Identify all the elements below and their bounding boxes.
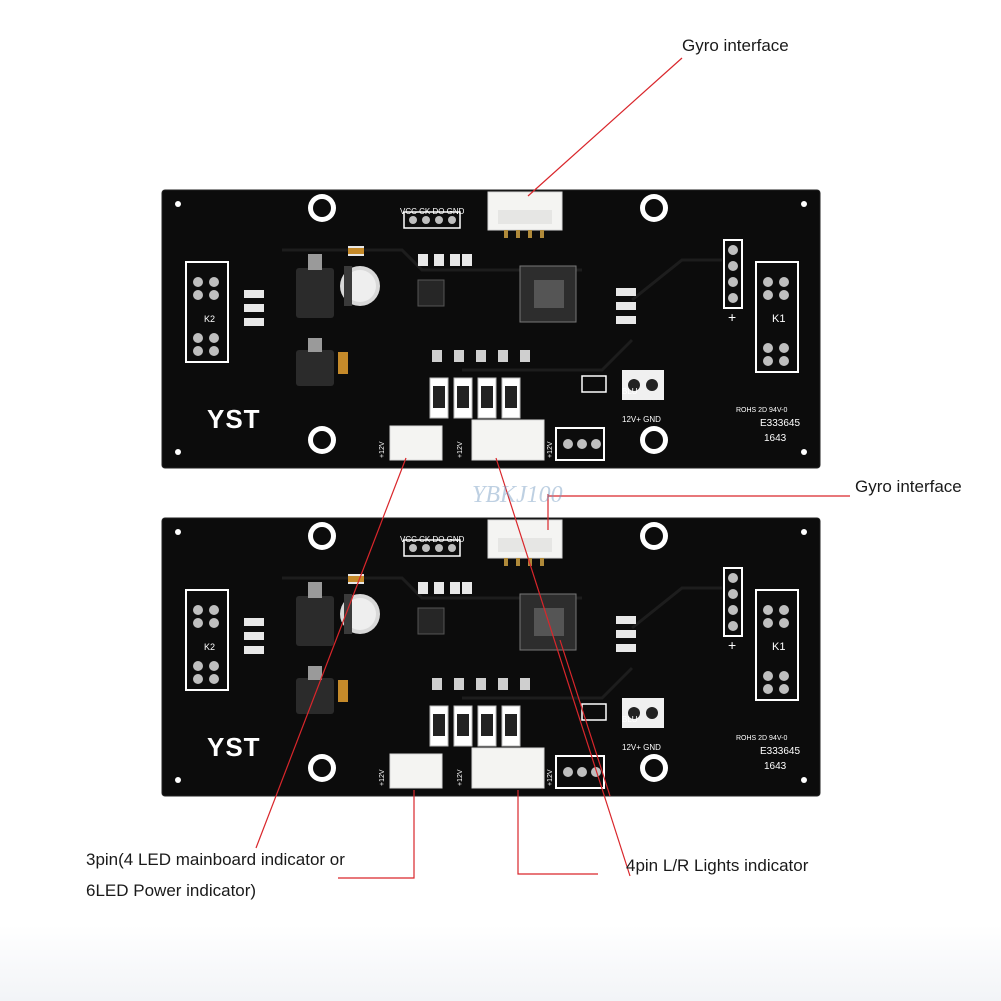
plus-label: + (728, 309, 736, 325)
pcb-board-bottom (160, 516, 822, 798)
k2-label: K2 (204, 314, 215, 324)
v12-label-c: +12V (547, 769, 554, 786)
callout-3pin-line2: 6LED Power indicator) (86, 881, 257, 900)
callout-line-4pin-mid (559, 639, 611, 797)
v12-label-a: +12V (379, 769, 386, 786)
brand-logo: YST (207, 732, 261, 762)
brand-logo: YST (207, 404, 261, 434)
k2-label: K2 (204, 642, 215, 652)
v12-label-c: +12V (547, 441, 554, 458)
board-silkscreen-top: VCC CK DO GND K2 K1 + YST BLU 12V+ GND R… (204, 207, 800, 458)
rohs-label: ROHS 2D 94V-0 (736, 407, 787, 414)
pcb-board-top (160, 188, 822, 470)
v12-label-b: +12V (457, 769, 464, 786)
k1-label: K1 (772, 313, 785, 325)
k1-label: K1 (772, 641, 785, 653)
cert-label: E333645 (760, 746, 800, 757)
date-code: 1643 (764, 433, 787, 444)
callout-4pin-lights: 4pin L/R Lights indicator (626, 856, 809, 875)
cert-label: E333645 (760, 418, 800, 429)
callout-lines (255, 57, 850, 879)
callout-line-gyro-right (547, 494, 850, 497)
plus-label: + (728, 637, 736, 653)
power-label: 12V+ GND (622, 743, 661, 752)
v12-label-b: +12V (457, 441, 464, 458)
callout-line-3pin-bottom (338, 790, 415, 879)
header-pin-label: VCC CK DO GND (400, 535, 465, 544)
date-code: 1643 (764, 761, 787, 772)
callout-line-4pin-top (495, 457, 631, 877)
callout-line-gyro-top (527, 57, 683, 197)
callout-line-4pin-bottom (517, 790, 598, 875)
blu-label: BLU (622, 387, 638, 396)
callout-gyro-interface-top: Gyro interface (682, 36, 789, 55)
background-floor (0, 925, 1001, 1001)
header-pin-label: VCC CK DO GND (400, 207, 465, 216)
rohs-label: ROHS 2D 94V-0 (736, 735, 787, 742)
v12-label-a: +12V (379, 441, 386, 458)
power-label: 12V+ GND (622, 415, 661, 424)
callout-3pin-line1: 3pin(4 LED mainboard indicator or (86, 850, 345, 869)
blu-label: BLU (622, 715, 638, 724)
callout-line-3pin-top (255, 457, 407, 849)
callout-gyro-interface-right: Gyro interface (855, 477, 962, 496)
watermark: YBKJ100 (472, 482, 563, 508)
board-silkscreen-bottom: VCC CK DO GND K2 K1 + YST BLU 12V+ GND R… (204, 535, 800, 786)
